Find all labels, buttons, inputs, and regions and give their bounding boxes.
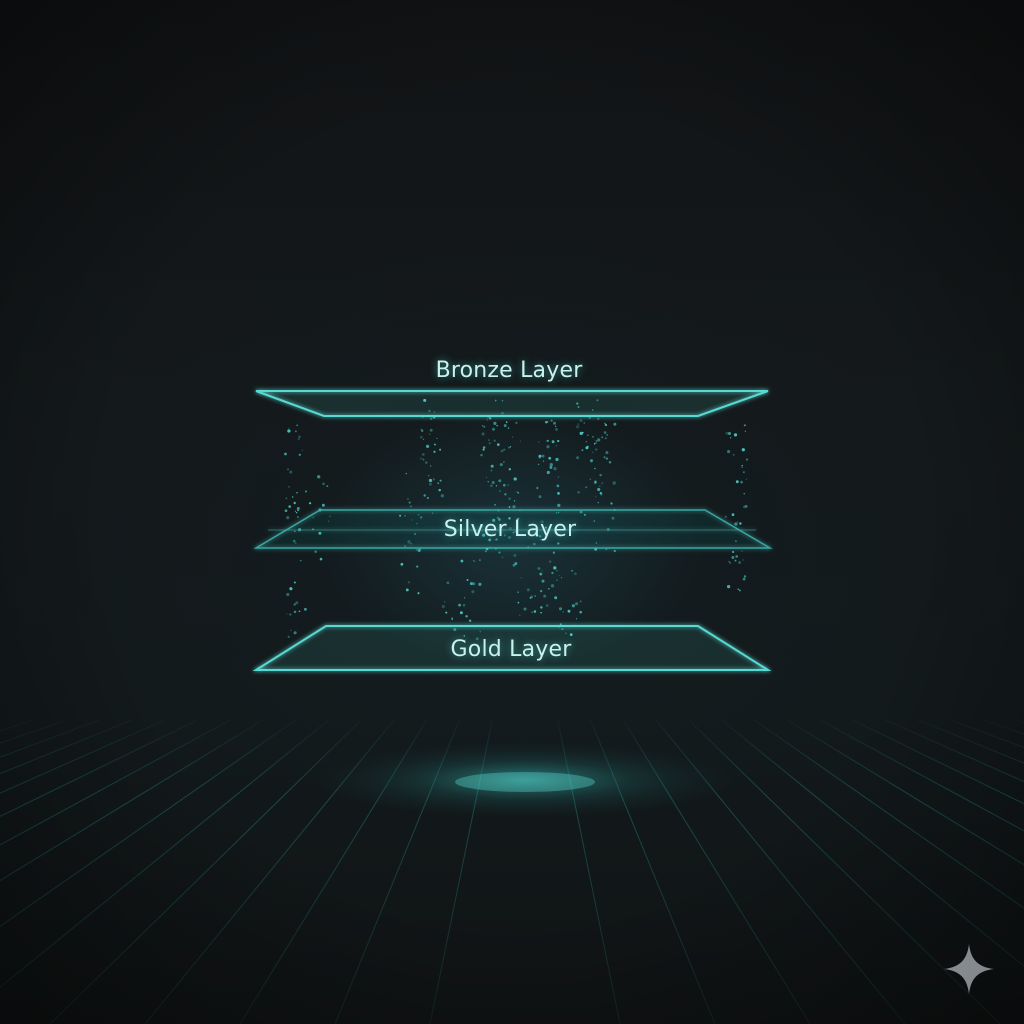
sparkle-icon <box>944 944 994 994</box>
silver-layer-label: Silver Layer <box>443 517 577 542</box>
bronze-layer-label: Bronze Layer <box>435 358 583 383</box>
gold-layer-label: Gold Layer <box>450 637 572 662</box>
